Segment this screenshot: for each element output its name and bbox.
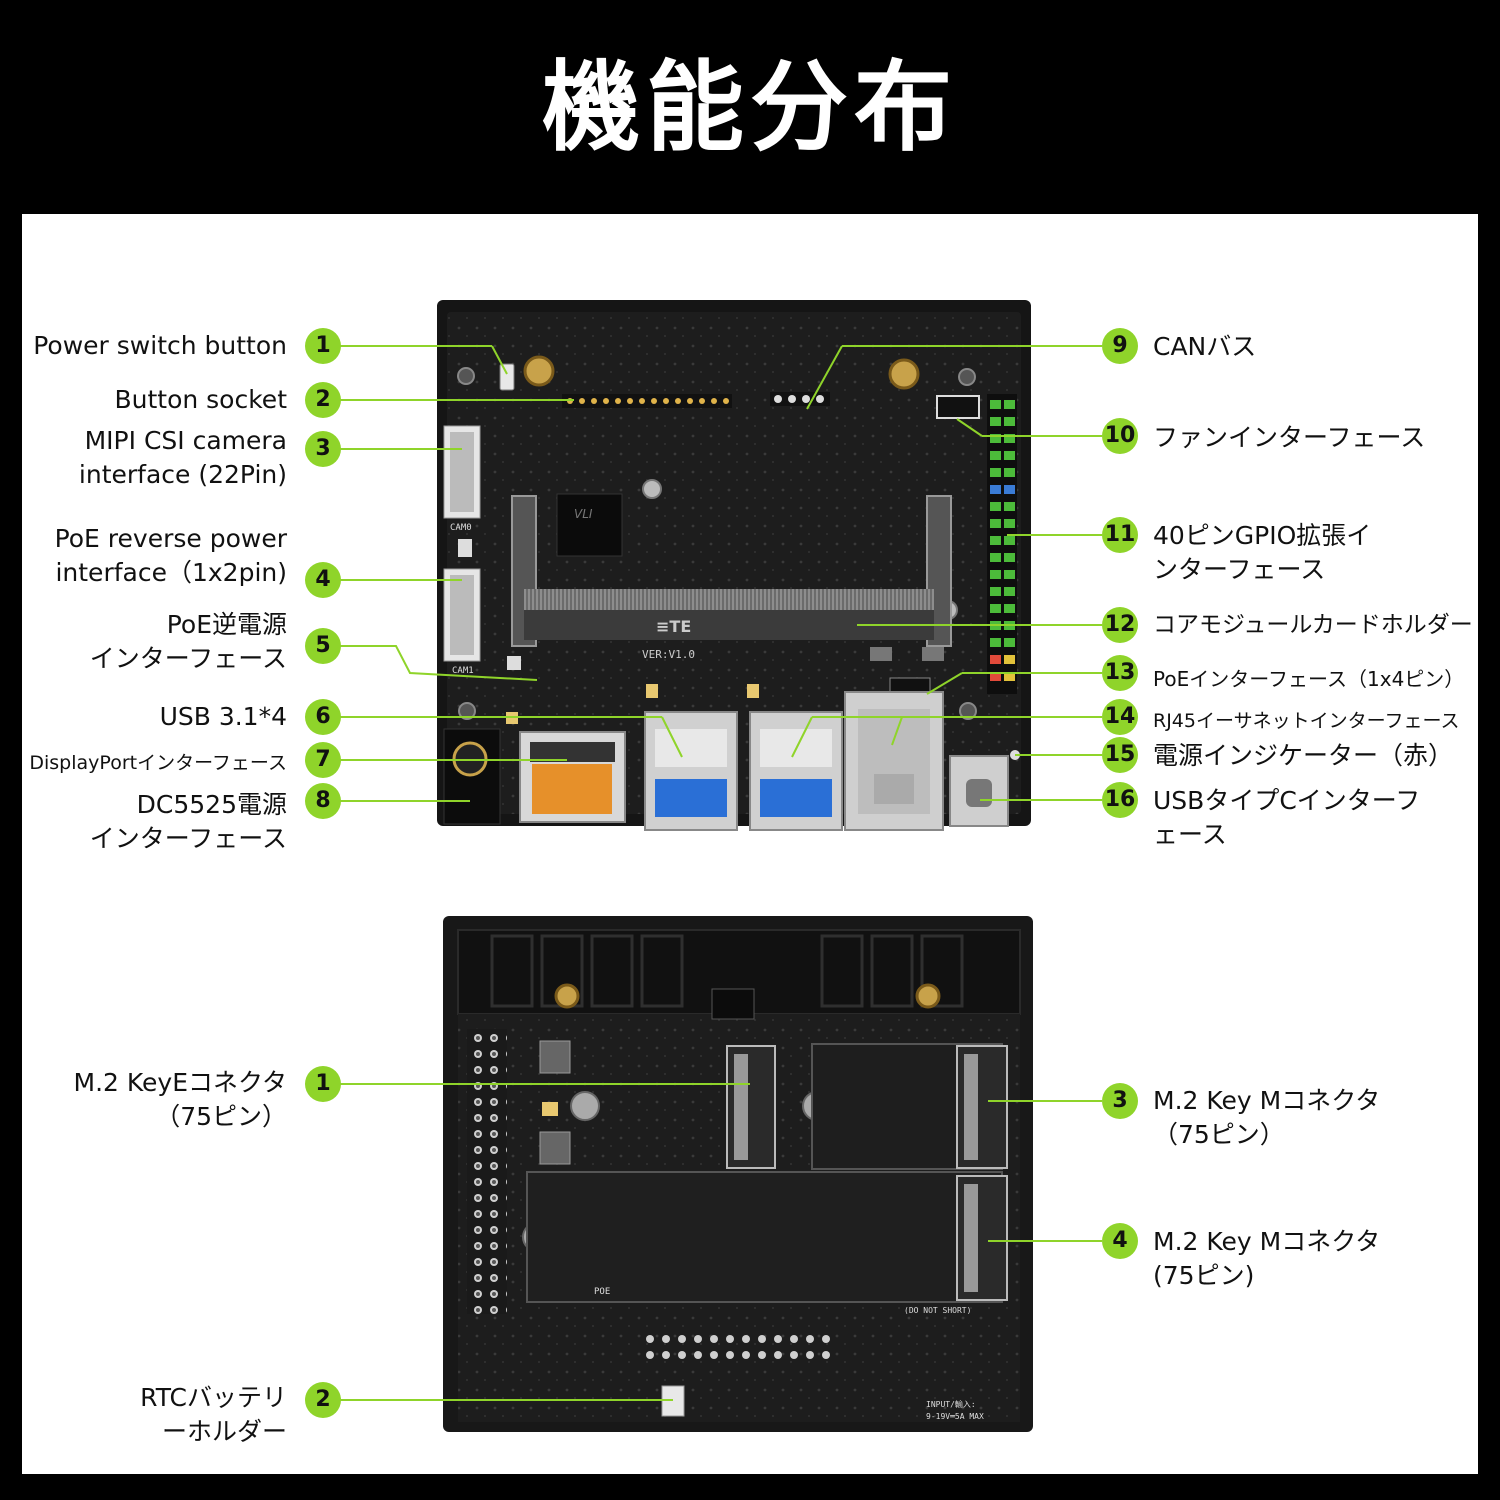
label-button-socket: Button socket [114,385,287,414]
inductor [539,1040,571,1074]
callout-badge: 3 [1102,1083,1138,1119]
cam1-label: CAM1 [452,666,474,676]
mount-hole [959,702,977,720]
te-brand: ≡TE [656,617,691,636]
input-spec-silk: 9-19V═5A MAX [926,1412,984,1421]
page-title: 機能分布 [541,51,958,165]
label-gpio-40pin: 40ピンGPIO拡張イ ンターフェース [1153,521,1372,584]
version-label: VER:V1.0 [642,648,695,661]
callout-badge: 1 [305,1066,341,1102]
usb-port-left [644,711,738,831]
callout-badge: 10 [1102,418,1138,454]
callout-badge: 3 [305,431,341,467]
leader-lines [340,345,1102,1401]
usb-controller-chip [556,493,623,557]
label-mipi-csi-camera: MIPI CSI camera interface (22Pin) [78,426,287,489]
fan-header [936,395,980,419]
label-dc5525-power: DC5525電源 インターフェース [89,790,287,853]
label-displayport: DisplayPortインターフェース [29,752,287,774]
m2-key-e-slot [726,1045,776,1169]
label-power-switch-button: Power switch button [33,331,287,360]
gpio-header [987,394,1017,694]
label-rj45-ethernet: RJ45イーサネットインターフェース [1153,710,1460,732]
standoff [915,983,941,1009]
rj45-jack [844,691,944,831]
callout-badge: 4 [305,562,341,598]
label-poe-interface: PoEインターフェース（1x4ピン） [1153,667,1465,691]
label-rtc-battery: RTCバッテリ ーホルダー [140,1383,287,1446]
callout-badge: 2 [305,1382,341,1418]
bottom-gpio-holes [467,1029,507,1319]
poe-reverse-header [458,539,472,557]
callout-badge: 4 [1102,1223,1138,1259]
label-power-indicator: 電源インジケーター（赤） [1153,741,1454,770]
smd-components [506,647,944,724]
mount-hole [457,367,475,385]
callout-badge: 8 [305,783,341,819]
label-usb-type-c: USBタイプCインターフ ェース [1153,786,1421,849]
cam0-label: CAM0 [450,523,472,533]
callout-badge: 6 [305,699,341,735]
diagram-panel: CAM0 CAM1 VLI ≡TE VER:V1.0 [22,214,1478,1474]
button-header [562,394,732,408]
board-illustration: CAM0 CAM1 VLI ≡TE VER:V1.0 [340,300,1102,1432]
callout-badge: 12 [1102,607,1138,643]
core-module-holder: ≡TE VER:V1.0 [511,495,952,661]
label-core-module-holder: コアモジュールカードホルダー [1153,612,1473,638]
label-m2-key-m-lower: M.2 Key Mコネクタ (75ピン) [1153,1227,1381,1290]
m2-key-m-slot-lower [956,1175,1008,1301]
poe-silk: POE [594,1287,610,1297]
label-m2-key-m-upper: M.2 Key Mコネクタ （75ピン） [1153,1086,1381,1149]
label-m2-key-e: M.2 KeyEコネクタ （75ピン） [73,1068,288,1131]
bottom-via-row [646,1335,830,1359]
usb-port-right [749,711,843,831]
power-switch [499,363,515,391]
callout-badge: 13 [1102,655,1138,691]
callout-badge: 16 [1102,782,1138,818]
callout-badge: 2 [305,382,341,418]
callout-badge: 11 [1102,517,1138,553]
standoff [523,355,555,387]
label-usb-3-1: USB 3.1*4 [159,702,287,731]
do-not-short-silk: (DO NOT SHORT) [904,1306,971,1315]
screw [570,1091,600,1121]
can-header [770,392,830,406]
callout-badge: 15 [1102,737,1138,773]
callout-badge: 1 [305,328,341,364]
standoff [554,983,580,1009]
m2-key-m-slot-upper [956,1045,1008,1169]
callout-badge: 7 [305,742,341,778]
label-can-bus: CANバス [1153,332,1257,361]
input-silk: INPUT/輸入: [926,1399,976,1409]
bottom-board: POE (DO NOT SHORT) INPUT/輸入: 9-19V═5A MA… [443,916,1033,1432]
header-banner: 機能分布 [0,0,1500,214]
usb-c-port [949,755,1009,827]
label-fan-interface: ファンインターフェース [1153,423,1426,452]
standoff [642,479,662,499]
callout-badge: 14 [1102,699,1138,735]
svg-text:VLI: VLI [574,507,593,521]
center-switch [711,988,755,1020]
standoff [888,358,920,390]
top-board-pcb [447,312,1021,814]
inductor [539,1131,571,1165]
m2-lower-bay [526,1171,1003,1303]
top-board: CAM0 CAM1 VLI ≡TE VER:V1.0 [437,300,1031,831]
mount-hole [458,702,476,720]
label-poe-reverse-jp: PoE逆電源 インターフェース [89,610,287,673]
label-poe-reverse-power: PoE reverse power interface（1x2pin) [54,524,287,587]
mount-hole [958,368,976,386]
callout-badge: 5 [305,628,341,664]
callout-badge: 9 [1102,328,1138,364]
